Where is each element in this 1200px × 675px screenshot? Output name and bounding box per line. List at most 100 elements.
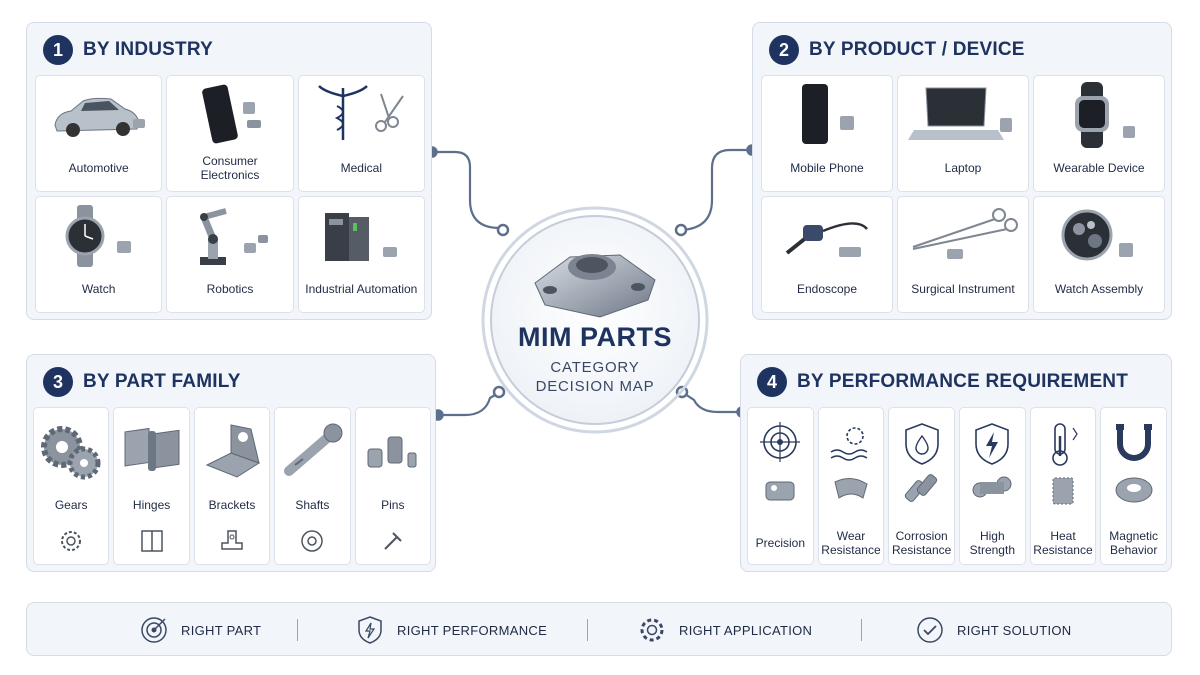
wristwatch-icon — [65, 204, 131, 267]
footer-divider — [861, 619, 862, 641]
card-label: Surgical Instrument — [911, 282, 1015, 296]
card-label: Wearable Device — [1053, 161, 1145, 175]
bracket-icon — [205, 424, 261, 478]
industry-card-automotive[interactable]: Automotive — [35, 75, 163, 192]
gear-outline-icon — [61, 531, 82, 551]
panel-header: 3 BY PART FAMILY — [43, 367, 241, 397]
panel-title: BY PERFORMANCE REQUIREMENT — [797, 371, 1129, 392]
panel-number: 3 — [43, 367, 73, 397]
footer-divider — [587, 619, 588, 641]
family-card-brackets[interactable]: Brackets — [193, 407, 271, 565]
card-label: Corrosion Resistance — [891, 529, 952, 557]
product-card-mobile-phone[interactable]: Mobile Phone — [761, 75, 893, 192]
footer-label: RIGHT PERFORMANCE — [397, 622, 548, 638]
center-subtitle: CATEGORY DECISION MAP — [470, 358, 720, 396]
smartwatch-icon — [1075, 81, 1135, 148]
car-icon — [54, 97, 145, 137]
panel-title: BY INDUSTRY — [83, 39, 213, 60]
watch-movement-icon — [1061, 209, 1133, 260]
magnet-icon — [1115, 424, 1153, 503]
panel-title: BY PART FAMILY — [83, 371, 241, 392]
panel-number: 4 — [757, 367, 787, 397]
laptop-icon — [908, 87, 1012, 140]
family-card-hinges[interactable]: Hinges — [113, 407, 190, 565]
product-card-wearable-device[interactable]: Wearable Device — [1033, 75, 1165, 192]
footer-item-right-solution: RIGHT SOLUTION — [915, 615, 1071, 645]
performance-card-magnetic-behavior[interactable]: Magnetic Behavior — [1100, 407, 1167, 565]
card-label: Gears — [54, 498, 88, 512]
robot-arm-icon — [199, 207, 268, 265]
family-card-pins[interactable]: Pins — [354, 407, 431, 565]
smartphone-icon — [202, 84, 261, 143]
card-label: Precision — [755, 536, 805, 550]
pins-icon — [367, 436, 417, 468]
performance-card-high-strength[interactable]: High Strength — [958, 407, 1026, 565]
shaft-outline-icon — [301, 530, 324, 552]
product-card-laptop[interactable]: Laptop — [897, 75, 1029, 192]
panel-by-product-device: 2 BY PRODUCT / DEVICE Mobile Phone Lapto… — [752, 22, 1172, 320]
shield-drop-icon — [904, 423, 939, 502]
gears-icon — [41, 426, 101, 480]
card-label: Pins — [381, 498, 405, 512]
product-grid: Mobile Phone Laptop Wearable Device Endo… — [761, 75, 1165, 313]
footer-bar: RIGHT PART RIGHT PERFORMANCE RIGHT APPLI… — [26, 602, 1172, 656]
card-label: Heat Resistance — [1033, 529, 1093, 557]
card-label: Automotive — [68, 161, 129, 175]
family-grid: Gears Hinges Brackets Shafts Pins — [33, 407, 431, 565]
forceps-icon — [912, 207, 1018, 259]
wear-gear-icon — [830, 427, 868, 499]
card-label: Shafts — [295, 498, 330, 512]
footer-item-right-performance: RIGHT PERFORMANCE — [355, 615, 547, 645]
target-icon — [141, 617, 167, 643]
industrial-machine-icon — [325, 212, 398, 261]
card-label: Watch — [81, 282, 116, 296]
card-label: Industrial Automation — [305, 282, 418, 296]
performance-card-wear-resistance[interactable]: Wear Resistance — [817, 407, 885, 565]
card-label: Magnetic Behavior — [1109, 529, 1158, 557]
footer-label: RIGHT APPLICATION — [679, 622, 813, 638]
shield-bolt-icon — [972, 423, 1012, 498]
flange-part-icon — [534, 254, 656, 318]
card-label: Robotics — [206, 282, 254, 296]
shield-bolt-icon — [358, 616, 382, 644]
card-label: High Strength — [969, 529, 1015, 557]
panel-title: BY PRODUCT / DEVICE — [809, 39, 1025, 60]
panel-by-industry: 1 BY INDUSTRY Automotive Consumer Electr… — [26, 22, 432, 320]
smartphone-icon — [802, 83, 854, 144]
performance-grid: Precision Wear Resistance Corrosion Resi… — [747, 407, 1167, 565]
card-label: Endoscope — [796, 282, 858, 296]
thermometer-icon — [1052, 423, 1078, 505]
card-label: Brackets — [208, 498, 256, 512]
performance-card-precision[interactable]: Precision — [747, 407, 814, 565]
performance-card-corrosion-resistance[interactable]: Corrosion Resistance — [888, 407, 955, 565]
family-card-shafts[interactable]: Shafts — [274, 407, 351, 565]
card-label: Watch Assembly — [1054, 282, 1144, 296]
pin-outline-icon — [384, 532, 402, 550]
card-label: Mobile Phone — [790, 161, 864, 175]
family-card-gears[interactable]: Gears — [33, 407, 110, 565]
industry-card-robotics[interactable]: Robotics — [166, 196, 294, 313]
caduceus-icon — [318, 84, 405, 140]
card-label: Wear Resistance — [821, 529, 881, 557]
card-label: Hinges — [132, 498, 171, 512]
industry-card-consumer-electronics[interactable]: Consumer Electronics — [166, 75, 294, 192]
product-card-watch-assembly[interactable]: Watch Assembly — [1033, 196, 1165, 313]
shaft-icon — [284, 423, 343, 476]
product-card-endoscope[interactable]: Endoscope — [761, 196, 893, 313]
panel-number: 1 — [43, 35, 73, 65]
card-label: Consumer Electronics — [200, 154, 260, 182]
center-subtitle-line1: CATEGORY — [550, 359, 640, 376]
footer-label: RIGHT SOLUTION — [957, 622, 1072, 638]
industry-card-industrial-automation[interactable]: Industrial Automation — [297, 196, 425, 313]
panel-number: 2 — [769, 35, 799, 65]
center-hub — [481, 206, 709, 434]
bracket-outline-icon — [221, 530, 243, 550]
footer-divider — [297, 619, 298, 641]
product-card-surgical-instrument[interactable]: Surgical Instrument — [897, 196, 1029, 313]
target-icon — [760, 422, 801, 501]
industry-card-medical[interactable]: Medical — [297, 75, 425, 192]
industry-card-watch[interactable]: Watch — [35, 196, 163, 313]
footer-item-right-part: RIGHT PART — [139, 615, 261, 645]
performance-card-heat-resistance[interactable]: Heat Resistance — [1029, 407, 1097, 565]
center-title-text: MIM PARTS — [518, 322, 672, 352]
